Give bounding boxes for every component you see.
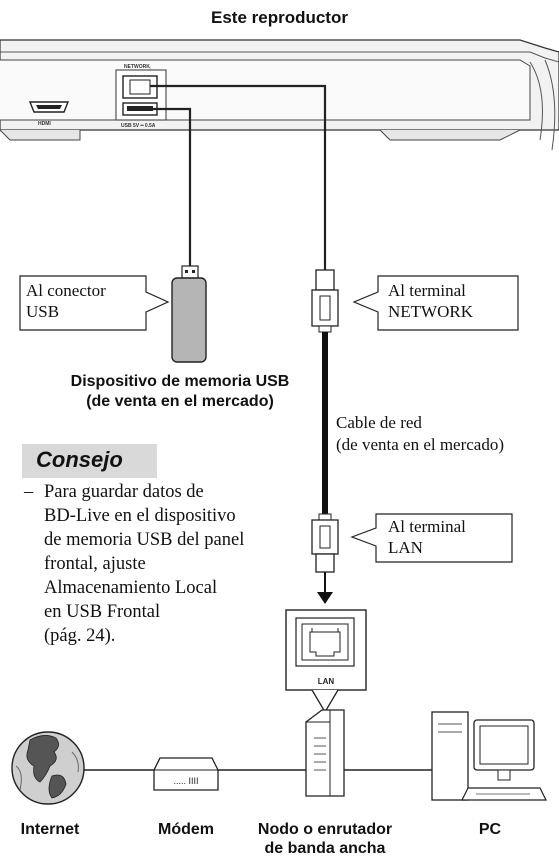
lan-port-label: LAN — [318, 677, 335, 686]
network-cable-caption: Cable de red (de venta en el mercado) — [336, 413, 505, 454]
tip-line: de memoria USB del panel — [44, 530, 245, 550]
hdmi-port-label: HDMI — [38, 121, 51, 127]
router-lan-panel — [285, 609, 367, 691]
lan-terminal-callout-text: Al terminal LAN — [388, 517, 466, 557]
modem-icon — [153, 757, 219, 791]
panel-pointer — [311, 689, 339, 714]
tip-heading-text: Consejo — [36, 447, 123, 472]
router-icon — [305, 709, 345, 797]
usb-connector-callout — [19, 275, 170, 331]
lan-terminal-callout — [350, 513, 513, 563]
insert-arrow-icon — [317, 592, 333, 604]
network-plug-bottom — [311, 513, 339, 573]
modem-display: ..... IIII — [173, 776, 198, 786]
usb-connector-callout-text: Al conector USB — [26, 281, 106, 321]
tip-body: – Para guardar datos de BD-Live en el di… — [24, 480, 324, 648]
network-terminal-callout — [352, 275, 519, 331]
page-title: Este reproductor — [211, 8, 348, 27]
network-terminal-callout-text: Al terminal NETWORK — [388, 281, 473, 321]
tip-line: (pág. 24). — [44, 626, 116, 646]
tip-line: Para guardar datos de — [44, 482, 204, 502]
network-connection-line — [150, 84, 327, 270]
player-unit — [0, 39, 559, 151]
tip-heading: Consejo — [22, 444, 157, 478]
usb-memory-icon — [171, 265, 207, 363]
internet-label: Internet — [20, 821, 80, 838]
pc-label: PC — [478, 821, 502, 838]
usb-device-caption: Dispositivo de memoria USB (de venta en … — [70, 373, 290, 410]
tip-line: BD-Live en el dispositivo — [44, 506, 236, 526]
usb-connection-line — [150, 107, 192, 268]
network-plug-top — [311, 269, 339, 333]
network-port-label: NETWORK — [124, 64, 150, 70]
globe-icon — [11, 731, 85, 805]
pc-icon — [431, 711, 547, 801]
tip-line: Almacenamiento Local — [44, 578, 218, 598]
hdmi-port — [28, 101, 70, 113]
tip-dash: – — [24, 482, 34, 502]
router-label: Nodo o enrutador de banda ancha — [257, 821, 393, 857]
tip-line: frontal, ajuste — [44, 554, 146, 574]
usb-port-label: USB 5V ━ 0.5A — [121, 123, 156, 129]
tip-line: en USB Frontal — [44, 602, 161, 622]
modem-label: Módem — [158, 821, 214, 838]
